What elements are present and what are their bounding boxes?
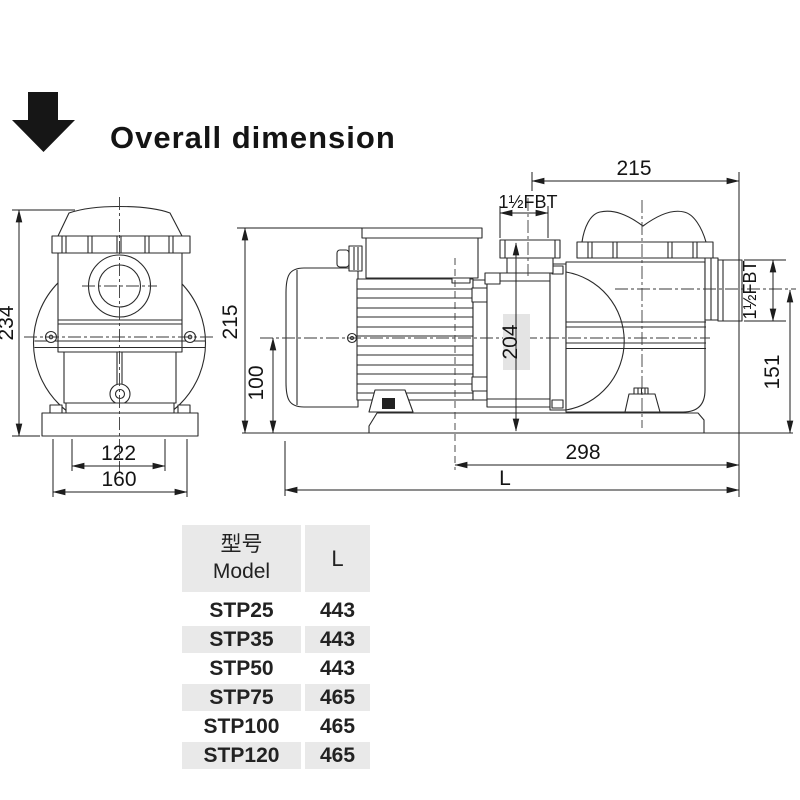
table-row: STP25 443 [182, 597, 372, 624]
volute-bulge [565, 271, 625, 411]
base-plate-front [41, 412, 199, 437]
dim-side-total-length: L [499, 467, 511, 490]
suction-port [717, 259, 743, 322]
cell-model: STP50 [209, 656, 274, 680]
dim-side-suction-height: 151 [761, 354, 784, 389]
base-pedestal [65, 402, 175, 414]
label-suction-port: 1½FBT [740, 260, 760, 319]
base-plate-side [368, 412, 705, 434]
dim-side-center-height: 100 [245, 365, 268, 400]
cell-model: STP120 [182, 742, 301, 769]
pump-volute [565, 261, 706, 413]
foot-hole [382, 398, 395, 409]
strainer-lid-side [581, 210, 707, 243]
dim-side-port-height: 204 [499, 324, 522, 359]
cell-length: 465 [319, 714, 356, 738]
cell-model: STP100 [203, 714, 280, 738]
terminal-box [365, 237, 479, 279]
cell-length: 443 [319, 598, 356, 622]
cell-model: STP75 [182, 684, 301, 711]
header-model-cn: 型号 [220, 533, 263, 557]
drain-plug-center [114, 388, 126, 400]
spec-table: 型号 Model L STP25 443 STP35 443 STP50 443… [182, 525, 372, 771]
motor-body [356, 278, 474, 401]
header-model: 型号 Model [182, 525, 301, 592]
base-nub-right [177, 404, 191, 414]
label-discharge-port: 1½FBT [498, 192, 557, 212]
clamp-bands [34, 319, 205, 349]
discharge-neck [506, 257, 554, 274]
side-view: 215 100 204 215 1½FBT 1½FBT 151 298 L [219, 157, 796, 497]
table-header-row: 型号 Model L [182, 525, 372, 592]
table-row: STP35 443 [182, 626, 372, 653]
dim-front-height: 234 [0, 305, 18, 340]
cell-model: STP25 [209, 598, 274, 622]
dim-side-top-width: 215 [616, 157, 651, 180]
strainer-cap [57, 205, 183, 237]
lock-ring-ribs [61, 236, 174, 253]
volute-bands [566, 321, 706, 350]
page-title: Overall dimension [110, 120, 396, 155]
front-view: 234 122 160 [0, 197, 214, 497]
casing-flange [549, 263, 567, 411]
terminal-box-lid [361, 227, 483, 239]
table-row: STP120 465 [182, 742, 372, 769]
dim-side-base-length: 298 [565, 441, 600, 464]
cell-length: 443 [305, 626, 370, 653]
cable-gland [336, 249, 350, 268]
cell-model: STP35 [182, 626, 301, 653]
cell-length: 443 [319, 656, 356, 680]
table-row: STP75 465 [182, 684, 372, 711]
base-nub-left [49, 404, 63, 414]
motor-fins [357, 288, 473, 394]
discharge-port [499, 239, 561, 259]
sight-channel [116, 352, 123, 384]
dim-front-base-width: 160 [101, 468, 136, 491]
cell-length: 465 [305, 742, 370, 769]
cell-length: 465 [305, 684, 370, 711]
down-arrow-icon [12, 92, 75, 152]
header: Overall dimension [0, 0, 800, 160]
pump-foot [624, 393, 661, 413]
motor-rear-cap [285, 267, 359, 408]
header-model-en: Model [212, 559, 271, 583]
lid-ring-side [576, 241, 714, 259]
table-row: STP50 443 [182, 655, 372, 682]
header-length: L [305, 525, 370, 592]
table-row: STP100 465 [182, 713, 372, 740]
dim-side-height: 215 [219, 304, 242, 339]
dim-front-inner-width: 122 [101, 442, 136, 465]
